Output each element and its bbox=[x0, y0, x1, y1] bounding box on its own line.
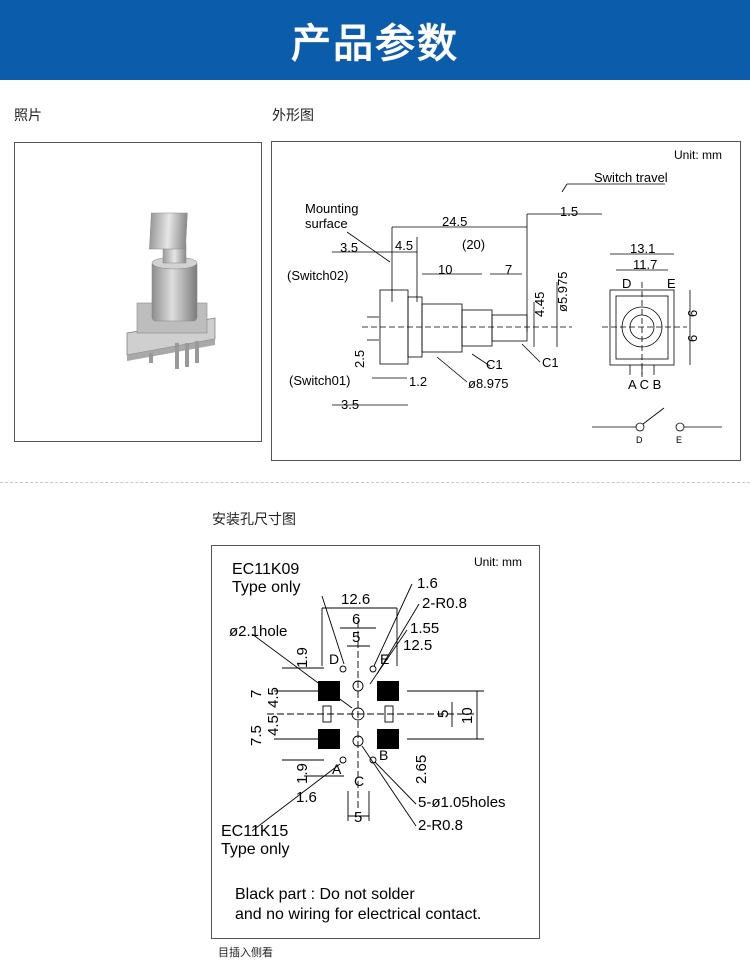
dim-2-65: 2.65 bbox=[413, 755, 430, 784]
dim-10: 10 bbox=[459, 707, 476, 724]
dim-3-5-bottom: 3.5 bbox=[341, 397, 359, 412]
dim-8-975: ø8.975 bbox=[468, 376, 508, 391]
dim-4-45: 4.45 bbox=[532, 292, 547, 317]
dim-3-5-top: 3.5 bbox=[340, 240, 358, 255]
section-divider bbox=[0, 482, 750, 483]
dim-5-bottom: 5 bbox=[354, 809, 362, 826]
dim-12-6: 12.6 bbox=[341, 591, 370, 608]
switch-symbol bbox=[592, 407, 722, 432]
hole-label: ø2.1hole bbox=[229, 623, 287, 640]
pin-d-label: D bbox=[622, 276, 631, 291]
mount-label: 安装孔尺寸图 bbox=[212, 512, 296, 528]
dim-2-r0-8-bottom: 2-R0.8 bbox=[418, 817, 463, 834]
note-line-1: Black part : Do not solder bbox=[235, 886, 415, 903]
mount-pin-e: E bbox=[380, 651, 389, 667]
pins-acb-label: A C B bbox=[628, 377, 661, 392]
chamfer-c1-a: C1 bbox=[486, 357, 503, 372]
mounting-hole-frame: Unit: mm EC11K09 Type only 1.6 12.6 2-R0… bbox=[211, 545, 540, 939]
dim-1-9-bottom: 1.9 bbox=[294, 763, 311, 784]
mounting-hole-drawing: Unit: mm EC11K09 Type only 1.6 12.6 2-R0… bbox=[221, 555, 522, 923]
mount-pin-d: D bbox=[329, 651, 339, 667]
mounting-surface-label-2: surface bbox=[305, 216, 348, 231]
switch-d-label: D bbox=[636, 435, 643, 445]
dim-11-7: 11.7 bbox=[633, 257, 657, 272]
dim-13-1: 13.1 bbox=[630, 241, 655, 256]
switch01-label: (Switch01) bbox=[289, 373, 350, 388]
dim-7: 7 bbox=[248, 690, 265, 698]
unit-label: Unit: mm bbox=[674, 148, 722, 162]
hole-geometry bbox=[251, 583, 484, 832]
product-photo-frame bbox=[14, 142, 262, 442]
holes-label: 5-ø1.05holes bbox=[418, 794, 506, 811]
front-view bbox=[602, 253, 691, 377]
dim-1-6-top: 1.6 bbox=[417, 575, 438, 592]
dim-6: 6 bbox=[352, 611, 360, 628]
dim-1-5: 1.5 bbox=[560, 204, 578, 219]
mount-unit-label: Unit: mm bbox=[474, 555, 522, 569]
dim-4-5-bottom: 4.5 bbox=[265, 715, 282, 736]
note-line-2: and no wiring for electrical contact. bbox=[235, 906, 481, 923]
dim-2-r0-8-top: 2-R0.8 bbox=[422, 595, 467, 612]
dim-10: 10 bbox=[438, 262, 452, 277]
dim-4-5: 4.5 bbox=[395, 238, 413, 253]
outline-drawing-frame: Unit: mm Switch travel Mounting surface … bbox=[271, 141, 741, 461]
switch-travel-label: Switch travel bbox=[594, 170, 668, 185]
switch-e-label: E bbox=[676, 435, 682, 445]
dim-1-9-top: 1.9 bbox=[294, 647, 311, 668]
dim-20: (20) bbox=[462, 237, 485, 252]
dim-1-6-bottom: 1.6 bbox=[296, 789, 317, 806]
ec11k09-label-1: EC11K09 bbox=[232, 561, 299, 578]
dim-1-55: 1.55 bbox=[410, 620, 439, 637]
outline-label: 外形图 bbox=[272, 108, 314, 124]
dim-6-bottom: 6 bbox=[685, 335, 700, 342]
footer-note: 目插入侧看 bbox=[218, 946, 273, 959]
photo-label: 照片 bbox=[14, 108, 42, 124]
dim-4-5-top: 4.5 bbox=[265, 687, 282, 708]
dim-12-5: 12.5 bbox=[403, 637, 432, 654]
mount-pin-b: B bbox=[379, 747, 388, 763]
title-banner: 产品参数 bbox=[0, 0, 750, 80]
switch02-label: (Switch02) bbox=[287, 268, 348, 283]
ec11k15-label-2: Type only bbox=[221, 841, 289, 858]
pin-e-label: E bbox=[667, 276, 676, 291]
ec11k09-label-2: Type only bbox=[232, 579, 300, 596]
ec11k15-label-1: EC11K15 bbox=[221, 823, 288, 840]
dim-24-5: 24.5 bbox=[442, 214, 467, 229]
dim-1-2: 1.2 bbox=[409, 374, 427, 389]
dim-7: 7 bbox=[505, 262, 512, 277]
mounting-surface-label-1: Mounting bbox=[305, 201, 358, 216]
chamfer-c1-b: C1 bbox=[542, 355, 559, 370]
rotary-encoder-photo bbox=[126, 212, 216, 369]
outline-drawing: Unit: mm Switch travel Mounting surface … bbox=[287, 148, 722, 445]
dim-6-top: 6 bbox=[685, 310, 700, 317]
side-view bbox=[332, 183, 665, 406]
dim-5-top: 5 bbox=[352, 629, 360, 646]
page-title: 产品参数 bbox=[291, 21, 459, 67]
mount-pin-a: A bbox=[332, 761, 342, 777]
dim-2-5: 2.5 bbox=[352, 350, 367, 368]
mount-pin-c: C bbox=[354, 773, 364, 789]
dim-7-5: 7.5 bbox=[248, 725, 265, 746]
dim-5-975: ø5.975 bbox=[555, 272, 570, 312]
